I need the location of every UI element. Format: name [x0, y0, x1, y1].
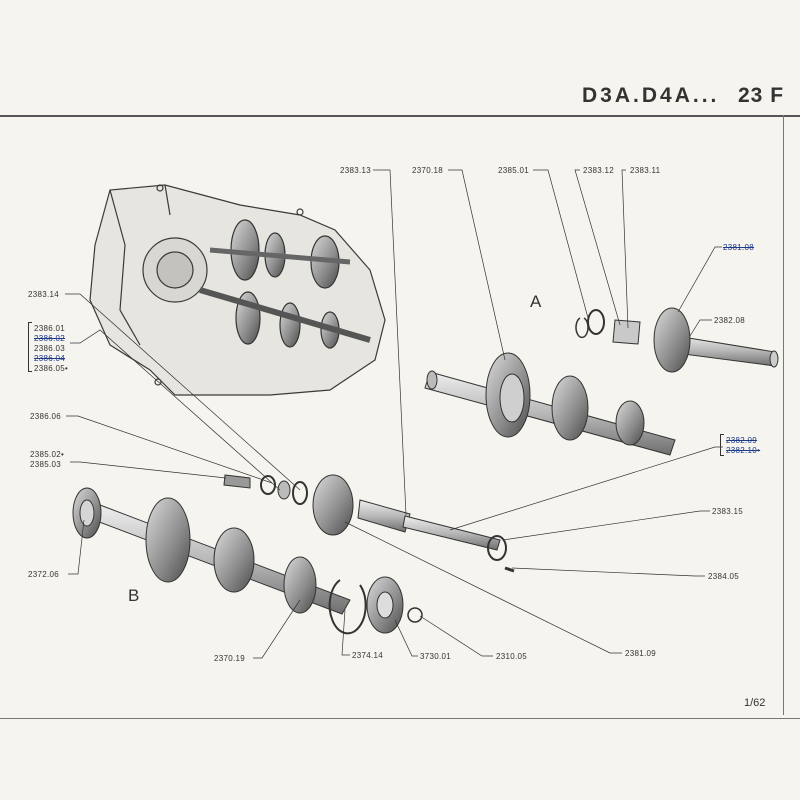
model-title: D3A.D4A... [582, 84, 720, 107]
leader-lines [65, 169, 723, 659]
page-folio: 1/62 [744, 697, 766, 709]
assembly-label-a: A [530, 292, 542, 311]
part-group-bracket [28, 322, 32, 372]
assembly-b-shaft [72, 487, 423, 635]
part-group-bracket-right [720, 434, 724, 456]
part-number-2382-09: 2382.09 [726, 436, 758, 445]
part-number-2374-14: 2374.14 [352, 651, 384, 660]
part-number-2386-04: 2386.04 [34, 354, 66, 363]
part-number-2383-13: 2383.13 [340, 166, 372, 175]
assembly-a-small-shaft [575, 307, 779, 373]
assembly-a-shaft [424, 352, 676, 456]
part-number-2383-15: 2383.15 [712, 507, 744, 516]
part-number-2385-02: 2385.02• [30, 450, 65, 459]
part-number-2385-01: 2385.01 [498, 166, 530, 175]
part-number-2386-03: 2386.03 [34, 344, 66, 353]
part-number-2310-05: 2310.05 [496, 652, 528, 661]
part-number-2384-05: 2384.05 [708, 572, 740, 581]
part-number-2386-05: 2386.05• [34, 364, 69, 373]
page-frame-right [783, 115, 784, 715]
part-number-2386-01: 2386.01 [34, 324, 66, 333]
part-number-3730-01: 3730.01 [420, 652, 452, 661]
part-number-2381-08: 2381.08 [723, 243, 755, 252]
part-number-2383-14: 2383.14 [28, 290, 60, 299]
part-number-2386-06: 2386.06 [30, 412, 62, 421]
part-number-2370-18: 2370.18 [412, 166, 444, 175]
part-number-2381-09: 2381.09 [625, 649, 657, 658]
part-number-2372-06: 2372.06 [28, 570, 60, 579]
section-number: 23 F [738, 84, 785, 107]
page-frame-bottom [0, 718, 800, 719]
gearbox-housing-illustration [89, 184, 386, 396]
header-rule [0, 115, 800, 117]
part-number-2383-12: 2383.12 [583, 166, 615, 175]
part-number-2382-08: 2382.08 [714, 316, 746, 325]
part-number-2382-10: 2382.10• [726, 446, 761, 455]
center-gear-assembly [223, 474, 515, 573]
part-number-2370-19: 2370.19 [214, 654, 246, 663]
part-number-2383-11: 2383.11 [630, 166, 661, 175]
part-number-2385-03: 2385.03 [30, 460, 62, 469]
part-number-2386-02: 2386.02 [34, 334, 66, 343]
assembly-label-b: B [128, 586, 140, 605]
